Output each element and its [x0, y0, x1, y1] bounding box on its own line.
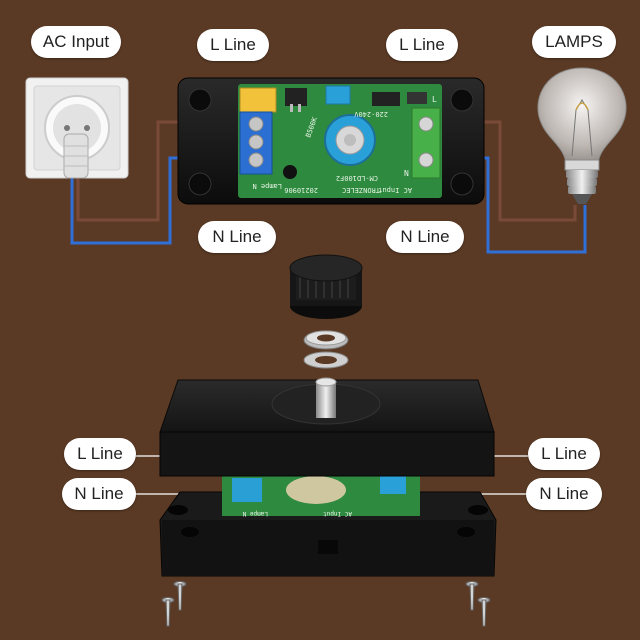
n-line-label-side-right: N Line — [526, 478, 602, 510]
screw-1 — [161, 597, 175, 627]
n-line-label-mid-right: N Line — [386, 221, 464, 253]
enclosure-base: Lampe N AC Input — [159, 476, 497, 577]
l-line-label-top-left: L Line — [197, 29, 269, 61]
relay — [239, 87, 277, 113]
screw-2 — [173, 581, 187, 611]
svg-text:Lampe N: Lampe N — [242, 510, 268, 517]
washer — [303, 351, 349, 369]
ac-input-label: AC Input — [31, 26, 121, 58]
screw-3 — [465, 581, 479, 611]
svg-text:AC Input: AC Input — [323, 510, 352, 517]
hex-nut — [303, 330, 349, 350]
lamps-label: LAMPS — [532, 26, 616, 58]
date-label: 20210906 — [284, 186, 318, 194]
l-line-label-side-left: L Line — [64, 438, 136, 470]
voltage-label: 220-240V — [353, 110, 388, 118]
enclosure-lid — [159, 377, 495, 477]
n-line-label-side-left: N Line — [62, 478, 136, 510]
dimmer-module-top: B500K 220-240V CM-LD100F2 AC Input TRONZ… — [177, 77, 485, 205]
l-mark: L — [432, 95, 437, 104]
l-line-label-side-right: L Line — [528, 438, 600, 470]
n-mark: N — [404, 169, 409, 178]
lamps-board-label: Lampe N — [252, 182, 282, 190]
model-label: CM-LD100F2 — [336, 174, 378, 182]
wall-socket — [25, 77, 129, 179]
brand-label: TRONZELEC — [342, 186, 380, 194]
l-line-label-top-right: L Line — [386, 29, 458, 61]
screw-4 — [477, 597, 491, 627]
ac-input-board-label: AC Input — [378, 186, 412, 194]
light-bulb — [537, 67, 627, 204]
screws — [161, 581, 491, 627]
dimmer-knob — [289, 254, 363, 319]
n-line-label-mid-left: N Line — [198, 221, 276, 253]
